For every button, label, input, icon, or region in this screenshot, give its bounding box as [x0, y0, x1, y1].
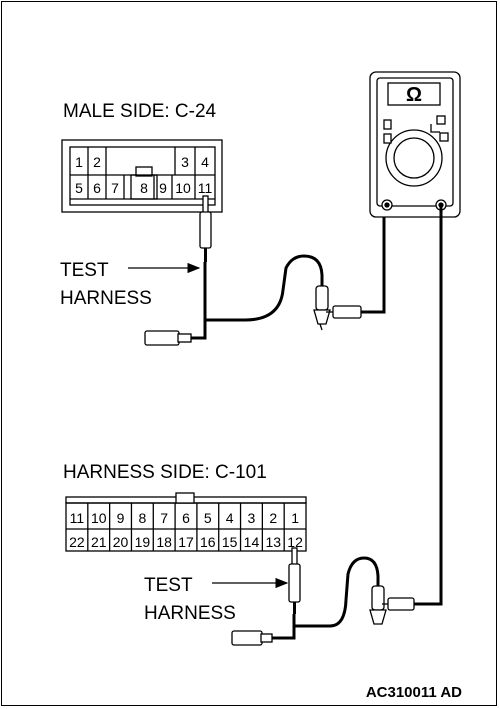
- test-harness-upper-line2: HARNESS: [60, 288, 152, 309]
- pin-label: 21: [91, 534, 107, 550]
- ohm-symbol: Ω: [406, 84, 422, 106]
- pin-label: 2: [269, 510, 277, 526]
- meter-lead-black: [361, 206, 386, 314]
- pin-label: 5: [204, 510, 212, 526]
- pin-label: 16: [200, 534, 216, 550]
- harness-connector-pins: 11 10 9 8 7 6 5 4 3 2 1 22 21 20 19 18 1…: [69, 510, 303, 550]
- pin-label: 12: [287, 534, 303, 550]
- figure-code: AC310011 AD: [366, 684, 462, 701]
- pin-label: 17: [178, 534, 194, 550]
- pin-label: 11: [198, 180, 213, 196]
- test-harness-lower-line2: HARNESS: [144, 603, 236, 624]
- upper-clip: [313, 285, 362, 331]
- pin-label: 20: [113, 534, 129, 550]
- harness-connector-title: HARNESS SIDE: C-101: [63, 462, 267, 483]
- pin-label: 18: [156, 534, 172, 550]
- pin-label: 9: [117, 510, 125, 526]
- pin-label: 10: [91, 510, 107, 526]
- pin-label: 8: [138, 510, 146, 526]
- pin-label: 1: [75, 154, 83, 170]
- test-harness-lower-line1: TEST: [144, 575, 193, 596]
- harness-connector-grid: [87, 503, 285, 551]
- pin-label: 3: [181, 154, 189, 170]
- meter-lead-red: [412, 206, 443, 606]
- pin-label: 13: [265, 534, 281, 550]
- pin-label: 15: [222, 534, 238, 550]
- pin-label: 8: [140, 180, 148, 196]
- pin-label: 9: [159, 180, 167, 196]
- pin-label: 7: [111, 180, 119, 196]
- pin-label: 3: [248, 510, 256, 526]
- pin-label: 4: [201, 154, 209, 170]
- male-connector: [61, 139, 223, 213]
- test-harness-upper-line1: TEST: [60, 260, 109, 281]
- harness-connector: [65, 492, 307, 552]
- pin-label: 2: [93, 154, 101, 170]
- pin-label: 4: [226, 510, 234, 526]
- pin-label: 5: [75, 180, 83, 196]
- lower-loose-plug: [231, 630, 273, 646]
- pin-label: 1: [291, 510, 299, 526]
- upper-loose-plug: [144, 330, 192, 346]
- pin-label: 7: [160, 510, 168, 526]
- male-connector-pins: 1 2 3 4 5 6 7 8 9 10 11: [75, 154, 212, 196]
- pin-label: 22: [69, 534, 85, 550]
- pin-label: 14: [244, 534, 260, 550]
- multimeter: [369, 71, 461, 218]
- lower-harness-wire: [270, 556, 380, 640]
- pin-label: 6: [182, 510, 190, 526]
- pin-label: 6: [93, 180, 101, 196]
- pin-label: 19: [135, 534, 151, 550]
- upper-probe: [199, 195, 212, 262]
- male-connector-title: MALE SIDE: C-24: [63, 101, 217, 122]
- pin-label: 10: [175, 180, 191, 196]
- lower-clip: [369, 585, 415, 625]
- lower-probe: [288, 547, 301, 614]
- upper-harness-wire: [190, 254, 324, 340]
- pin-label: 11: [70, 510, 85, 526]
